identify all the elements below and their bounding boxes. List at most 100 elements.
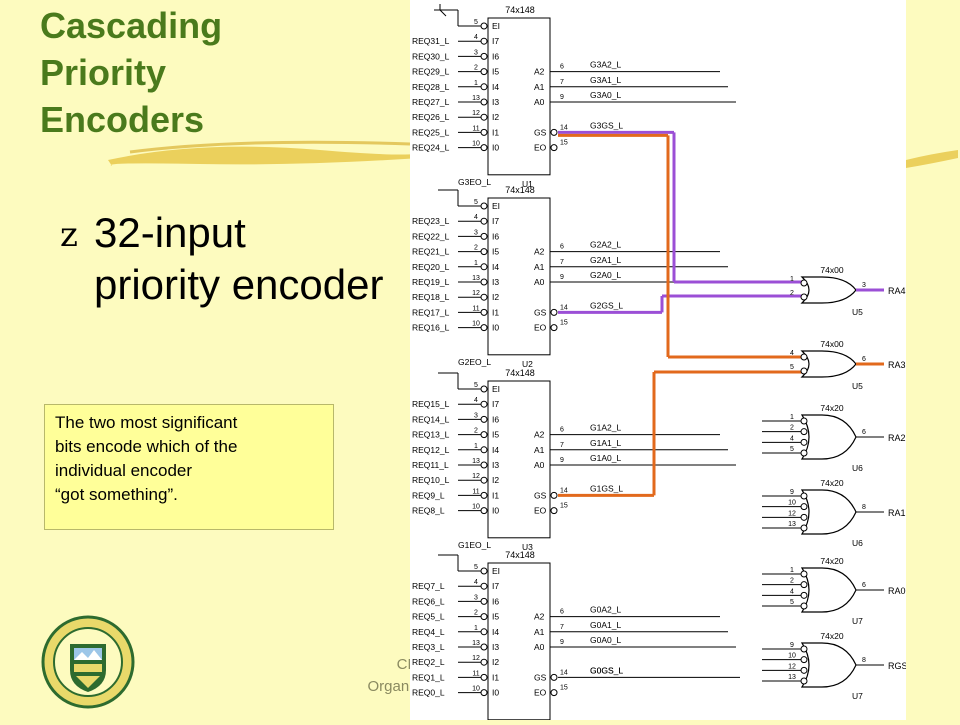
note-line-1: The two most significant xyxy=(55,413,238,432)
pin-number: 15 xyxy=(560,685,568,692)
pin-number: 3 xyxy=(474,229,478,236)
pin-number: 3 xyxy=(474,412,478,419)
request-input-label: REQ13_L xyxy=(412,430,450,440)
unit-label: U5 xyxy=(852,381,863,391)
note-line-4: “got something”. xyxy=(55,485,178,504)
pin-number: 2 xyxy=(474,428,478,435)
output-signal-label: G0A1_L xyxy=(590,620,621,630)
output-signal-label: G1A2_L xyxy=(590,423,621,433)
pin-name: EI xyxy=(492,566,500,576)
pin-name: GS xyxy=(534,307,547,317)
pin-name: GS xyxy=(534,127,547,137)
inverter-bubble xyxy=(480,628,488,636)
inverter-bubble xyxy=(550,673,558,681)
pin-number: 7 xyxy=(560,259,564,266)
output-signal-label: G2GS_L xyxy=(590,300,623,310)
pin-name: I4 xyxy=(492,445,499,455)
pin-number: 14 xyxy=(560,124,568,131)
output-signal-label: G3A1_L xyxy=(590,75,621,85)
nand-gate-RA1 xyxy=(800,489,857,535)
request-input-label: REQ21_L xyxy=(412,247,450,257)
pin-number: 15 xyxy=(560,320,568,327)
pin-name: I0 xyxy=(492,688,499,698)
pin-number: 10 xyxy=(472,504,480,511)
pin-number: 10 xyxy=(788,500,796,507)
pin-name: EO xyxy=(534,143,547,153)
request-input-label: REQ30_L xyxy=(412,51,450,61)
pin-number: 5 xyxy=(474,382,478,389)
pin-name: I2 xyxy=(492,112,499,122)
pin-name: A1 xyxy=(534,82,545,92)
inverter-bubble xyxy=(480,491,488,499)
pin-number: 1 xyxy=(474,625,478,632)
pin-name: I4 xyxy=(492,627,499,637)
inverter-bubble xyxy=(480,68,488,76)
pin-number: 4 xyxy=(474,579,478,586)
output-signal-label: G0A2_L xyxy=(590,605,621,615)
pin-number: 7 xyxy=(560,624,564,631)
inverter-bubble xyxy=(800,279,808,287)
request-input-label: REQ10_L xyxy=(412,475,450,485)
pin-name: A1 xyxy=(534,262,545,272)
inverter-bubble xyxy=(480,385,488,393)
unit-label: U7 xyxy=(852,616,863,626)
output-signal-label: G1GS_L xyxy=(590,483,623,493)
inverter-bubble xyxy=(480,597,488,605)
pin-number: 10 xyxy=(472,321,480,328)
pin-number: 5 xyxy=(474,199,478,206)
pin-number: 9 xyxy=(560,274,564,281)
pin-number: 12 xyxy=(472,655,480,662)
inverter-bubble xyxy=(480,567,488,575)
pin-name: I2 xyxy=(492,475,499,485)
footer-text: CM Organiz xyxy=(340,654,420,698)
inverter-bubble xyxy=(550,507,558,515)
output-signal-label: G1A0_L xyxy=(590,453,621,463)
pin-number: 4 xyxy=(474,397,478,404)
gate-output-label: RGS xyxy=(888,661,906,671)
pin-name: I6 xyxy=(492,231,499,241)
brush-stroke-decoration xyxy=(108,140,958,168)
inverter-bubble xyxy=(480,83,488,91)
output-signal-label: G0GS_L xyxy=(590,665,623,675)
request-input-label: REQ0_L xyxy=(412,688,445,698)
inverter-bubble xyxy=(800,503,808,511)
pin-number: 4 xyxy=(790,350,794,357)
pin-name: EO xyxy=(534,688,547,698)
pin-number: 2 xyxy=(474,245,478,252)
unit-label: U6 xyxy=(852,538,863,548)
pin-number: 8 xyxy=(862,657,866,664)
inverter-bubble xyxy=(800,677,808,685)
inverter-bubble xyxy=(480,582,488,590)
pin-name: I1 xyxy=(492,672,499,682)
pin-number: 5 xyxy=(474,19,478,26)
inverter-bubble xyxy=(480,476,488,484)
pin-number: 5 xyxy=(474,564,478,571)
output-signal-label: G3A2_L xyxy=(590,60,621,70)
unit-label: U2 xyxy=(522,359,533,369)
pin-name: GS xyxy=(534,672,547,682)
request-input-label: REQ8_L xyxy=(412,506,445,516)
inverter-bubble xyxy=(480,689,488,697)
pin-number: 13 xyxy=(788,674,796,681)
request-input-label: REQ14_L xyxy=(412,414,450,424)
encoder-chip-U2 xyxy=(487,197,551,356)
pin-name: A2 xyxy=(534,612,545,622)
pin-number: 9 xyxy=(560,457,564,464)
pin-number: 11 xyxy=(472,670,479,677)
eo-signal-label: G3EO_L xyxy=(458,177,491,187)
unit-label: U1 xyxy=(522,179,533,189)
request-input-label: REQ1_L xyxy=(412,672,445,682)
inverter-bubble xyxy=(480,400,488,408)
note-line-2: bits encode which of the xyxy=(55,437,238,456)
request-input-label: REQ3_L xyxy=(412,642,445,652)
inverter-bubble xyxy=(550,308,558,316)
pin-name: A2 xyxy=(534,430,545,440)
request-input-label: REQ4_L xyxy=(412,627,445,637)
inverter-bubble xyxy=(480,37,488,45)
pin-name: I3 xyxy=(492,642,499,652)
request-input-label: REQ7_L xyxy=(412,581,445,591)
slide-title: Cascading Priority Encoders xyxy=(40,2,400,143)
gate-type-label: 74x20 xyxy=(820,556,843,566)
pin-number: 3 xyxy=(474,594,478,601)
